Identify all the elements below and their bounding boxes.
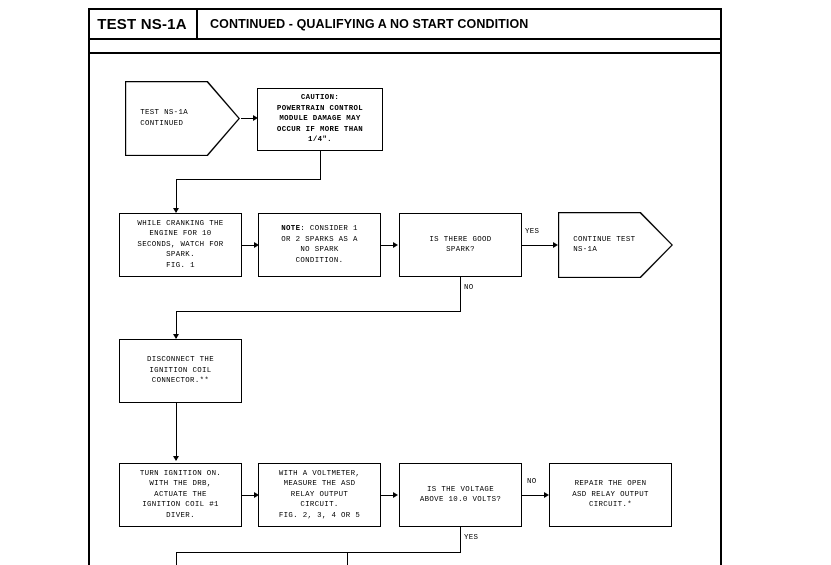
note-lead-bold: NOTE [281, 225, 301, 233]
node-voltmeter-measure-text: WITH A VOLTMETER, MEASURE THE ASD RELAY … [278, 469, 361, 520]
edge-label-voltage-no: NO [527, 478, 537, 486]
connector-ignition-to-voltmeter [242, 495, 256, 496]
node-disconnect-coil-text: DISCONNECT THE IGNITION COIL CONNECTOR.*… [147, 356, 214, 386]
connector-spark-no-down [460, 277, 461, 311]
connector-caution-down [320, 151, 321, 179]
node-good-spark-text: IS THERE GOOD SPARK? [429, 235, 492, 255]
arrowhead-voltmeter-to-voltage [393, 491, 398, 498]
connector-start-to-caution [241, 118, 255, 119]
connector-caution-to-crank [176, 179, 177, 212]
arrowhead-note-to-spark [393, 241, 398, 248]
node-turn-ignition-on: TURN IGNITION ON. WITH THE DRB, ACTUATE … [119, 463, 242, 527]
node-caution: CAUTION: POWERTRAIN CONTROL MODULE DAMAG… [257, 88, 383, 151]
node-good-spark-decision: IS THERE GOOD SPARK? [399, 213, 522, 277]
arrowhead-voltage-no [544, 491, 549, 498]
node-turn-ignition-on-text: TURN IGNITION ON. WITH THE DRB, ACTUATE … [139, 469, 222, 520]
node-continue-test-text: CONTINUE TEST NS-1A [573, 235, 636, 255]
node-repair-open-circuit-text: REPAIR THE OPEN ASD RELAY OUTPUT CIRCUIT… [572, 480, 649, 510]
edge-label-spark-no: NO [464, 284, 474, 292]
connector-note-to-spark [381, 245, 395, 246]
arrowhead-crank-to-note [254, 241, 259, 248]
connector-voltage-yes-down [460, 527, 461, 552]
node-note-sparks-text: NOTE: CONSIDER 1 OR 2 SPARKS AS A NO SPA… [259, 224, 380, 266]
connector-voltage-no [522, 495, 546, 496]
page-border [88, 8, 722, 565]
arrowhead-ignition-to-voltmeter [254, 491, 259, 498]
connector-crank-to-note [242, 245, 256, 246]
arrowhead-spark-yes [553, 241, 558, 248]
note-body-text: : CONSIDER 1 OR 2 SPARKS AS A NO SPARK C… [281, 225, 358, 265]
edge-label-spark-yes: YES [525, 228, 540, 236]
connector-voltage-yes-left [347, 552, 461, 553]
connector-caution-left [176, 179, 321, 180]
connector-disconnect-to-ignition [176, 403, 177, 460]
node-voltmeter-measure: WITH A VOLTMETER, MEASURE THE ASD RELAY … [258, 463, 381, 527]
edge-label-voltage-yes: YES [464, 534, 479, 542]
header-divider-rule [88, 52, 722, 54]
node-test-continued-text: TEST NS-1A CONTINUED [140, 109, 189, 128]
node-bottom-partial [176, 552, 348, 565]
connector-spark-yes [522, 245, 555, 246]
header-test-cell: TEST NS-1A [88, 8, 198, 40]
node-caution-text: CAUTION: POWERTRAIN CONTROL MODULE DAMAG… [276, 94, 364, 145]
connector-spark-no-left [176, 311, 461, 312]
node-crank-engine-text: WHILE CRANKING THE ENGINE FOR 10 SECONDS… [137, 219, 224, 270]
node-repair-open-circuit: REPAIR THE OPEN ASD RELAY OUTPUT CIRCUIT… [549, 463, 672, 527]
test-number-label: TEST NS-1A [97, 15, 187, 33]
node-voltage-decision-text: IS THE VOLTAGE ABOVE 10.0 VOLTS? [419, 485, 502, 505]
connector-voltmeter-to-voltage [381, 495, 395, 496]
arrowhead-start-to-caution [253, 114, 258, 121]
page-title: CONTINUED - QUALIFYING A NO START CONDIT… [210, 17, 529, 31]
arrowhead-spark-no-to-disconnect [172, 334, 179, 339]
arrowhead-disconnect-to-ignition [172, 456, 179, 461]
header-band: TEST NS-1A CONTINUED - QUALIFYING A NO S… [88, 8, 722, 40]
node-voltage-decision: IS THE VOLTAGE ABOVE 10.0 VOLTS? [399, 463, 522, 527]
node-note-sparks: NOTE: CONSIDER 1 OR 2 SPARKS AS A NO SPA… [258, 213, 381, 277]
node-crank-engine: WHILE CRANKING THE ENGINE FOR 10 SECONDS… [119, 213, 242, 277]
node-disconnect-coil: DISCONNECT THE IGNITION COIL CONNECTOR.*… [119, 339, 242, 403]
arrowhead-caution-to-crank [172, 208, 179, 213]
connector-spark-no-to-disconnect [176, 311, 177, 338]
